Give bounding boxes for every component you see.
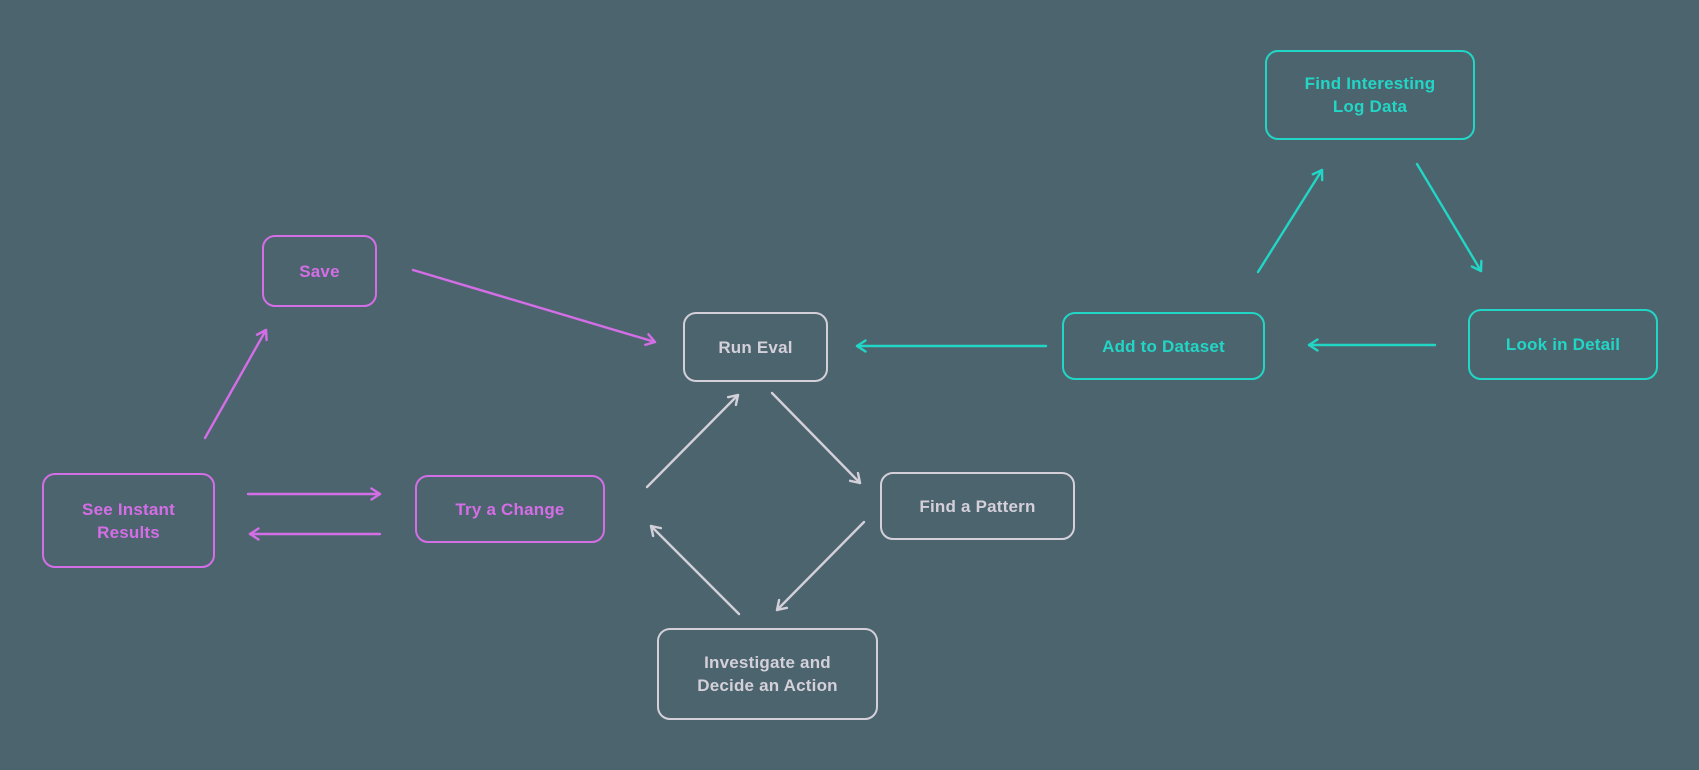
edge-investigate-and-decide-an-action-to-try-a-change [649,524,741,616]
node-label-add-to-dataset: Add to Dataset [1102,336,1225,356]
node-find-interesting-log-data[interactable]: Find Interesting Log Data [1265,50,1475,140]
node-add-to-dataset[interactable]: Add to Dataset [1062,312,1265,380]
edge-see-instant-results-to-save [203,328,268,440]
node-see-instant-results[interactable]: See Instant Results [42,473,215,568]
edge-find-a-pattern-to-investigate-and-decide-an-action [775,520,866,612]
node-try-a-change[interactable]: Try a Change [415,475,605,543]
node-label-run-eval: Run Eval [718,337,793,357]
node-label-save: Save [299,261,340,281]
node-run-eval[interactable]: Run Eval [683,312,828,382]
node-label-investigate-and-decide-an-action: Investigate and Decide an Action [697,653,838,695]
edge-save-to-run-eval [411,268,657,347]
node-label-find-a-pattern: Find a Pattern [919,496,1036,516]
node-save[interactable]: Save [262,235,377,307]
edge-find-interesting-log-data-to-look-in-detail [1415,162,1483,273]
node-find-a-pattern[interactable]: Find a Pattern [880,472,1075,540]
edge-add-to-dataset-to-find-interesting-log-data [1256,168,1324,274]
node-label-look-in-detail: Look in Detail [1505,335,1621,354]
node-investigate-and-decide-an-action[interactable]: Investigate and Decide an Action [657,628,878,720]
edge-try-a-change-to-run-eval [645,393,740,489]
node-label-see-instant-results: See Instant Results [82,499,175,542]
node-label-find-interesting-log-data: Find Interesting Log Data [1304,74,1436,116]
edge-run-eval-to-find-a-pattern [770,391,862,485]
node-label-try-a-change: Try a Change [455,499,565,519]
node-look-in-detail[interactable]: Look in Detail [1468,309,1658,380]
